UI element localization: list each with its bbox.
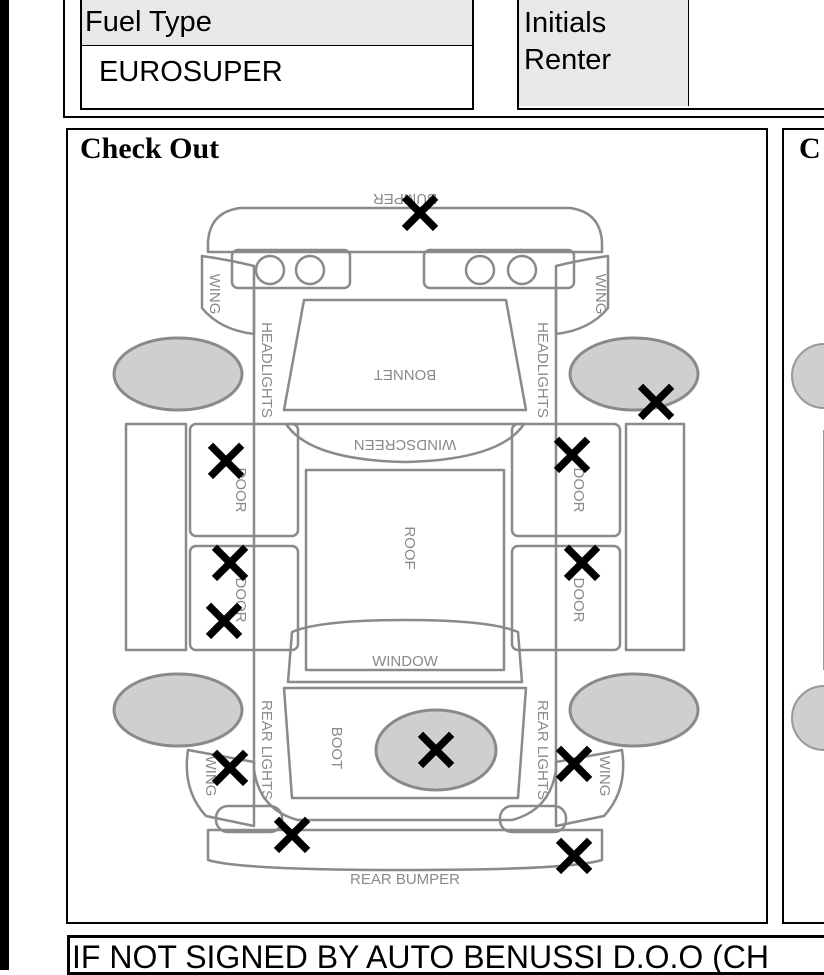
rear-right-wing: [554, 748, 625, 828]
left-headlights-label: HEADLIGHTS: [258, 322, 275, 418]
renter-label: Renter: [524, 44, 612, 76]
spare-wheel: [374, 708, 498, 792]
damage-mark: ✕: [206, 532, 255, 597]
left-rear-lights-label: REAR LIGHTS: [258, 700, 275, 800]
footer-text: IF NOT SIGNED BY AUTO BENUSSI D.O.O (CH: [72, 939, 770, 975]
fuel-type-box: [80, 0, 474, 110]
right-headlights-label: HEADLIGHTS: [534, 322, 551, 418]
front-bumper: [206, 206, 604, 254]
rear-bumper: [206, 828, 604, 872]
front-bumper-label: BUMPER: [373, 190, 437, 207]
damage-mark: ✕: [200, 590, 249, 655]
rear-right-wing-label: WING: [596, 756, 613, 797]
check-in-title: C: [799, 132, 821, 165]
bonnet-label: BONNET: [374, 366, 437, 383]
rear-left-wheel: [112, 672, 244, 748]
damage-mark: ✕: [202, 430, 251, 495]
check-in-panel: [782, 128, 824, 924]
left-rear-door-label: DOOR: [232, 578, 249, 623]
rear-right-wheel: [568, 672, 700, 748]
left-border: [0, 0, 9, 970]
damage-mark: ✕: [268, 804, 317, 869]
left-headlight-unit: [230, 248, 352, 290]
boot: [282, 686, 528, 800]
initials-label-cell: [519, 0, 689, 106]
roof: [304, 468, 506, 672]
windscreen-label: WINDSCREEN: [354, 436, 457, 453]
rear-right-door: [510, 544, 622, 652]
right-wing-label: WING: [592, 274, 609, 315]
fuel-type-label: Fuel Type: [85, 6, 212, 38]
car-body: [252, 290, 558, 822]
bonnet: [282, 298, 528, 412]
initials-label: Initials: [524, 7, 607, 39]
front-left-wheel: [112, 336, 244, 412]
right-door-label: DOOR: [570, 468, 587, 513]
damage-mark: ✕: [550, 733, 599, 798]
check-out-panel: [66, 128, 768, 924]
rear-left-door: [188, 544, 300, 652]
rear-left-wing-label: WING: [202, 756, 219, 797]
damage-mark: ✕: [558, 532, 607, 597]
check-in-car-diagram: [791, 343, 824, 751]
front-right-wheel: [568, 336, 700, 412]
window-label: WINDOW: [372, 653, 439, 670]
right-rear-door-label: DOOR: [570, 578, 587, 623]
right-rear-lights-label: REAR LIGHTS: [534, 700, 551, 800]
rear-window: [286, 618, 524, 684]
fuel-type-header: [82, 0, 472, 46]
header-frame: [63, 0, 824, 118]
right-headlight-unit: [422, 248, 576, 290]
damage-mark: ✕: [412, 719, 461, 784]
roof-label: ROOF: [401, 526, 418, 569]
damage-mark: ✕: [206, 737, 255, 802]
left-wing-label: WING: [206, 274, 223, 315]
rear-left-wing: [185, 748, 256, 828]
damage-mark: ✕: [550, 825, 599, 890]
damage-mark: ✕: [396, 182, 445, 247]
front-right-door: [510, 422, 622, 538]
left-door-label: DOOR: [232, 468, 249, 513]
windscreen: [284, 422, 526, 464]
fuel-type-value: EUROSUPER: [99, 56, 283, 88]
damage-mark: ✕: [632, 371, 681, 436]
damage-mark: ✕: [548, 424, 597, 489]
check-out-title: Check Out: [80, 132, 220, 165]
check-out-car-diagram: BUMPER WING WING HEADLIGHTS HEADLIGHTS B…: [112, 182, 700, 890]
boot-label: BOOT: [328, 727, 345, 770]
front-left-door: [188, 422, 300, 538]
rear-bumper-label: REAR BUMPER: [350, 871, 460, 888]
initials-field[interactable]: [691, 2, 821, 106]
initials-box: [517, 0, 824, 110]
